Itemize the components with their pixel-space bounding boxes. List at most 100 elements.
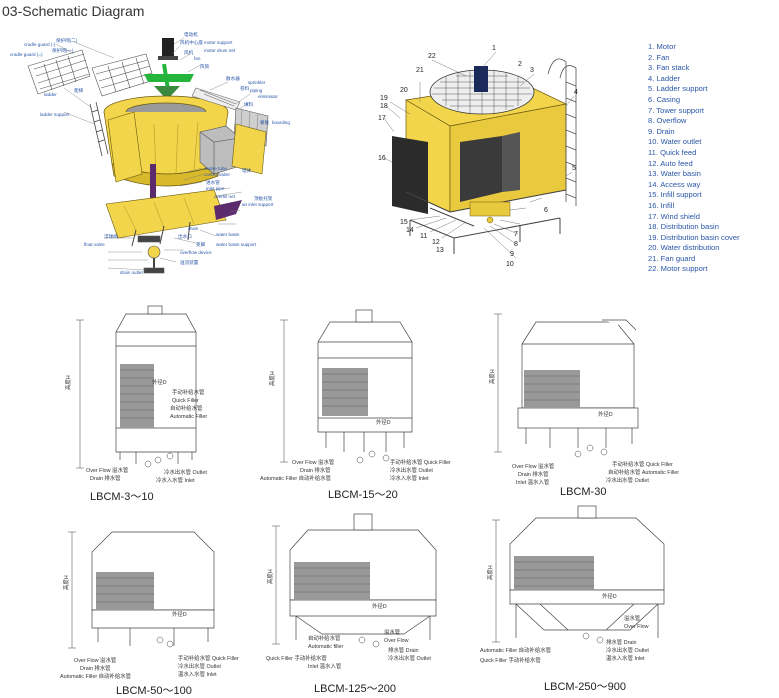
legend-item: 5. Ladder support (648, 84, 708, 94)
label-body-cn: 塔体 (242, 167, 252, 174)
label-ladder-support: ladder support (40, 112, 70, 117)
height-label: 高度H (62, 575, 70, 590)
callout-14: 14 (406, 227, 414, 234)
label-water-basin: water basin (216, 232, 240, 237)
callout-1: 1 (492, 45, 496, 52)
model-drawing-lbcm-125-200: 高度H 外径D 自动补给水管 Automatic filler 溢水管 Over… (266, 513, 437, 670)
label-inlet-pipe-cn: 进水管 (206, 179, 220, 186)
label-inlet: 温水入水管 Inlet (606, 654, 645, 662)
exploded-view-diagram: cradle guard (-) cradle guard (=) 保护网(二)… (10, 31, 290, 275)
label-quick-filler: Quick Filler 手动补给水管 (480, 656, 541, 664)
diameter-label: 外径D (602, 592, 617, 600)
label-auto-filler: 自动补给水管 Automatic Filler (608, 468, 679, 476)
label-outlet: 冷水出水管 Outlet (606, 476, 649, 484)
legend-item: 13. Water basin (648, 169, 701, 179)
legend-item: 10. Water outlet (648, 137, 702, 147)
label-board-cn: 蒙板 (260, 119, 270, 126)
label-legs-cn: 支脚 (196, 241, 206, 248)
callout-10: 10 (506, 261, 514, 268)
casing-left-panel (107, 111, 143, 183)
infill-hatch (96, 572, 154, 610)
infill-hatch (524, 370, 580, 408)
label-float-valve-cn: 浮球阀 (104, 233, 118, 240)
callout-2: 2 (518, 61, 522, 68)
model-name: LBCM-30 (560, 486, 607, 498)
fan-shape (144, 63, 194, 103)
model-name: LBCM-250～900 (544, 681, 626, 693)
label-overflow: Over Flow (384, 638, 409, 644)
legend-item: 7. Tower support (648, 105, 704, 115)
label-outlet: 冷水出水管 Outlet (390, 466, 433, 474)
label-drain: 排水管 Drain (388, 646, 419, 654)
label-quick-filler: Quick Filler (172, 398, 199, 404)
infill-hatch (322, 368, 368, 416)
legend-item: 21. Fan guard (648, 253, 696, 263)
label-auto-filler-cn: 自动补给水管 (308, 634, 341, 642)
label-control-valve: control valve (204, 172, 230, 177)
label-quick-filler: Quick Filler 手动补给水管 (266, 654, 327, 662)
label-top-bracket-cn: 顶板托架 (254, 195, 273, 202)
label-outlet: 冷水出水管 Outlet (388, 654, 431, 662)
label-motor-cn: 电动机 (184, 31, 198, 38)
infill-hatch (294, 562, 370, 600)
label-auto-filler: Automatic Filler 自动补给水管 (480, 646, 552, 654)
label-auto-filler: Automatic Filler 自动补给水管 (260, 474, 332, 482)
drain-components (137, 235, 165, 274)
label-overflow: Over Flow 溢水管 (74, 656, 117, 664)
legend-item: 14. Access way (648, 179, 701, 189)
label-air-inlet-support: air inlet support (242, 202, 274, 207)
model-name: LBCM-50～100 (116, 685, 192, 697)
motor-shape-3d (474, 66, 488, 92)
diameter-label: 外径D (598, 410, 613, 418)
label-quick-filler: 手动补给水管 Quick Filler (612, 460, 673, 468)
assembled-tower-diagram: 22 1 3 2 21 20 19 18 17 16 4 5 6 7 8 9 1… (378, 45, 578, 268)
callout-20: 20 (400, 87, 408, 94)
label-outlet: 冷水出水管 Outlet (178, 662, 221, 670)
legend-item: 2. Fan (648, 52, 670, 62)
height-label: 高度H (488, 369, 496, 384)
legend-item: 17. Wind shield (648, 211, 700, 221)
label-drain: drain (188, 226, 199, 231)
legend-item: 18. Distribution basin (648, 222, 719, 232)
height-label: 高度H (266, 569, 274, 584)
label-sprinkler-cn: 散水器 (226, 75, 240, 82)
parts-legend: 1. Motor 2. Fan 3. Fan stack 4. Ladder 5… (648, 42, 740, 275)
label-basin-support: water basin support (216, 242, 257, 247)
callout-3: 3 (530, 67, 534, 74)
label-cradle-guard-1: cradle guard (-) (24, 42, 56, 47)
label-fan-stack-cn: 风筒 (200, 63, 210, 70)
callout-4: 4 (574, 89, 578, 96)
label-outlet: 冷水出水管 Outlet (164, 468, 207, 476)
label-outlet-cn: 出水口 (178, 233, 192, 240)
label-drain: Drain 排水管 (300, 466, 331, 474)
motor-shape (158, 38, 178, 60)
label-motor-support: motor support (204, 40, 233, 45)
label-overflow: Over Flow 溢水管 (292, 458, 335, 466)
label-fan: fan (194, 56, 201, 61)
callout-8: 8 (514, 241, 518, 248)
legend-item: 1. Motor (648, 42, 676, 51)
label-fan-center-cn: 风机中心座 (180, 39, 203, 46)
legend-item: 12. Auto feed (648, 158, 693, 168)
water-basin-shape (105, 189, 227, 239)
callout-21: 21 (416, 67, 424, 74)
label-drain: Drain 排水管 (90, 474, 121, 482)
callout-22: 22 (428, 53, 436, 60)
label-boarding: boarding (272, 120, 290, 125)
callout-13: 13 (436, 247, 444, 254)
model-drawing-lbcm-250-900: 高度H 外径D 溢水管 Over Flow Automatic Filler 自… (480, 505, 665, 664)
label-quick-filler: 手动补给水管 Quick Filler (390, 458, 451, 466)
label-eliminator: eliminator (258, 94, 278, 99)
diameter-label: 外径D (376, 418, 391, 426)
callout-11: 11 (420, 233, 427, 240)
ladder-shape (89, 101, 109, 157)
label-overflow: Over Flow 溢水管 (86, 466, 129, 474)
label-overflow: Over Flow (624, 624, 649, 630)
label-overflow-cn: 溢水管 (384, 628, 401, 636)
label-drain: 排水管 Drain (606, 638, 637, 646)
callout-12: 12 (432, 239, 440, 246)
label-float-valve: float valve (84, 242, 105, 247)
callout-6: 6 (544, 207, 548, 214)
label-auto-filler-cn: 自动补给水管 (170, 404, 203, 412)
label-inlet: 冷水入水管 Inlet (156, 476, 195, 484)
